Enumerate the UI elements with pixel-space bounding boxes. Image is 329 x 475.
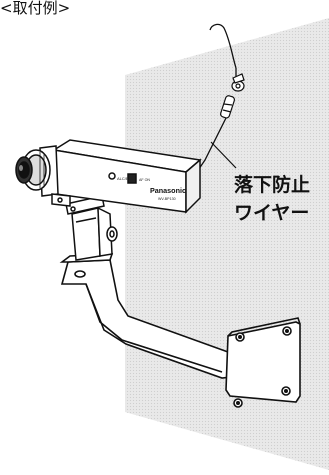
wall-mount-bracket <box>59 253 301 408</box>
figure-heading: <取付例> <box>0 0 71 17</box>
camera-model-label: WV-BP130 <box>158 197 176 201</box>
callout-line-2: ワイヤー <box>234 202 310 224</box>
camera-switch-label: AF ON <box>139 178 150 182</box>
callout-line-1: 落下防止 <box>234 174 311 196</box>
camera-brand-logo: Panasonic <box>150 186 186 195</box>
camera-body <box>15 139 202 214</box>
safety-wire-callout: 落下防止 ワイヤー <box>234 171 329 227</box>
camera-button-label: ALC/ELC <box>117 176 134 181</box>
callout-leader-line <box>210 141 237 169</box>
wall-surface <box>125 18 329 470</box>
camera-swivel-support <box>65 195 118 261</box>
wire-fitting <box>220 73 245 119</box>
